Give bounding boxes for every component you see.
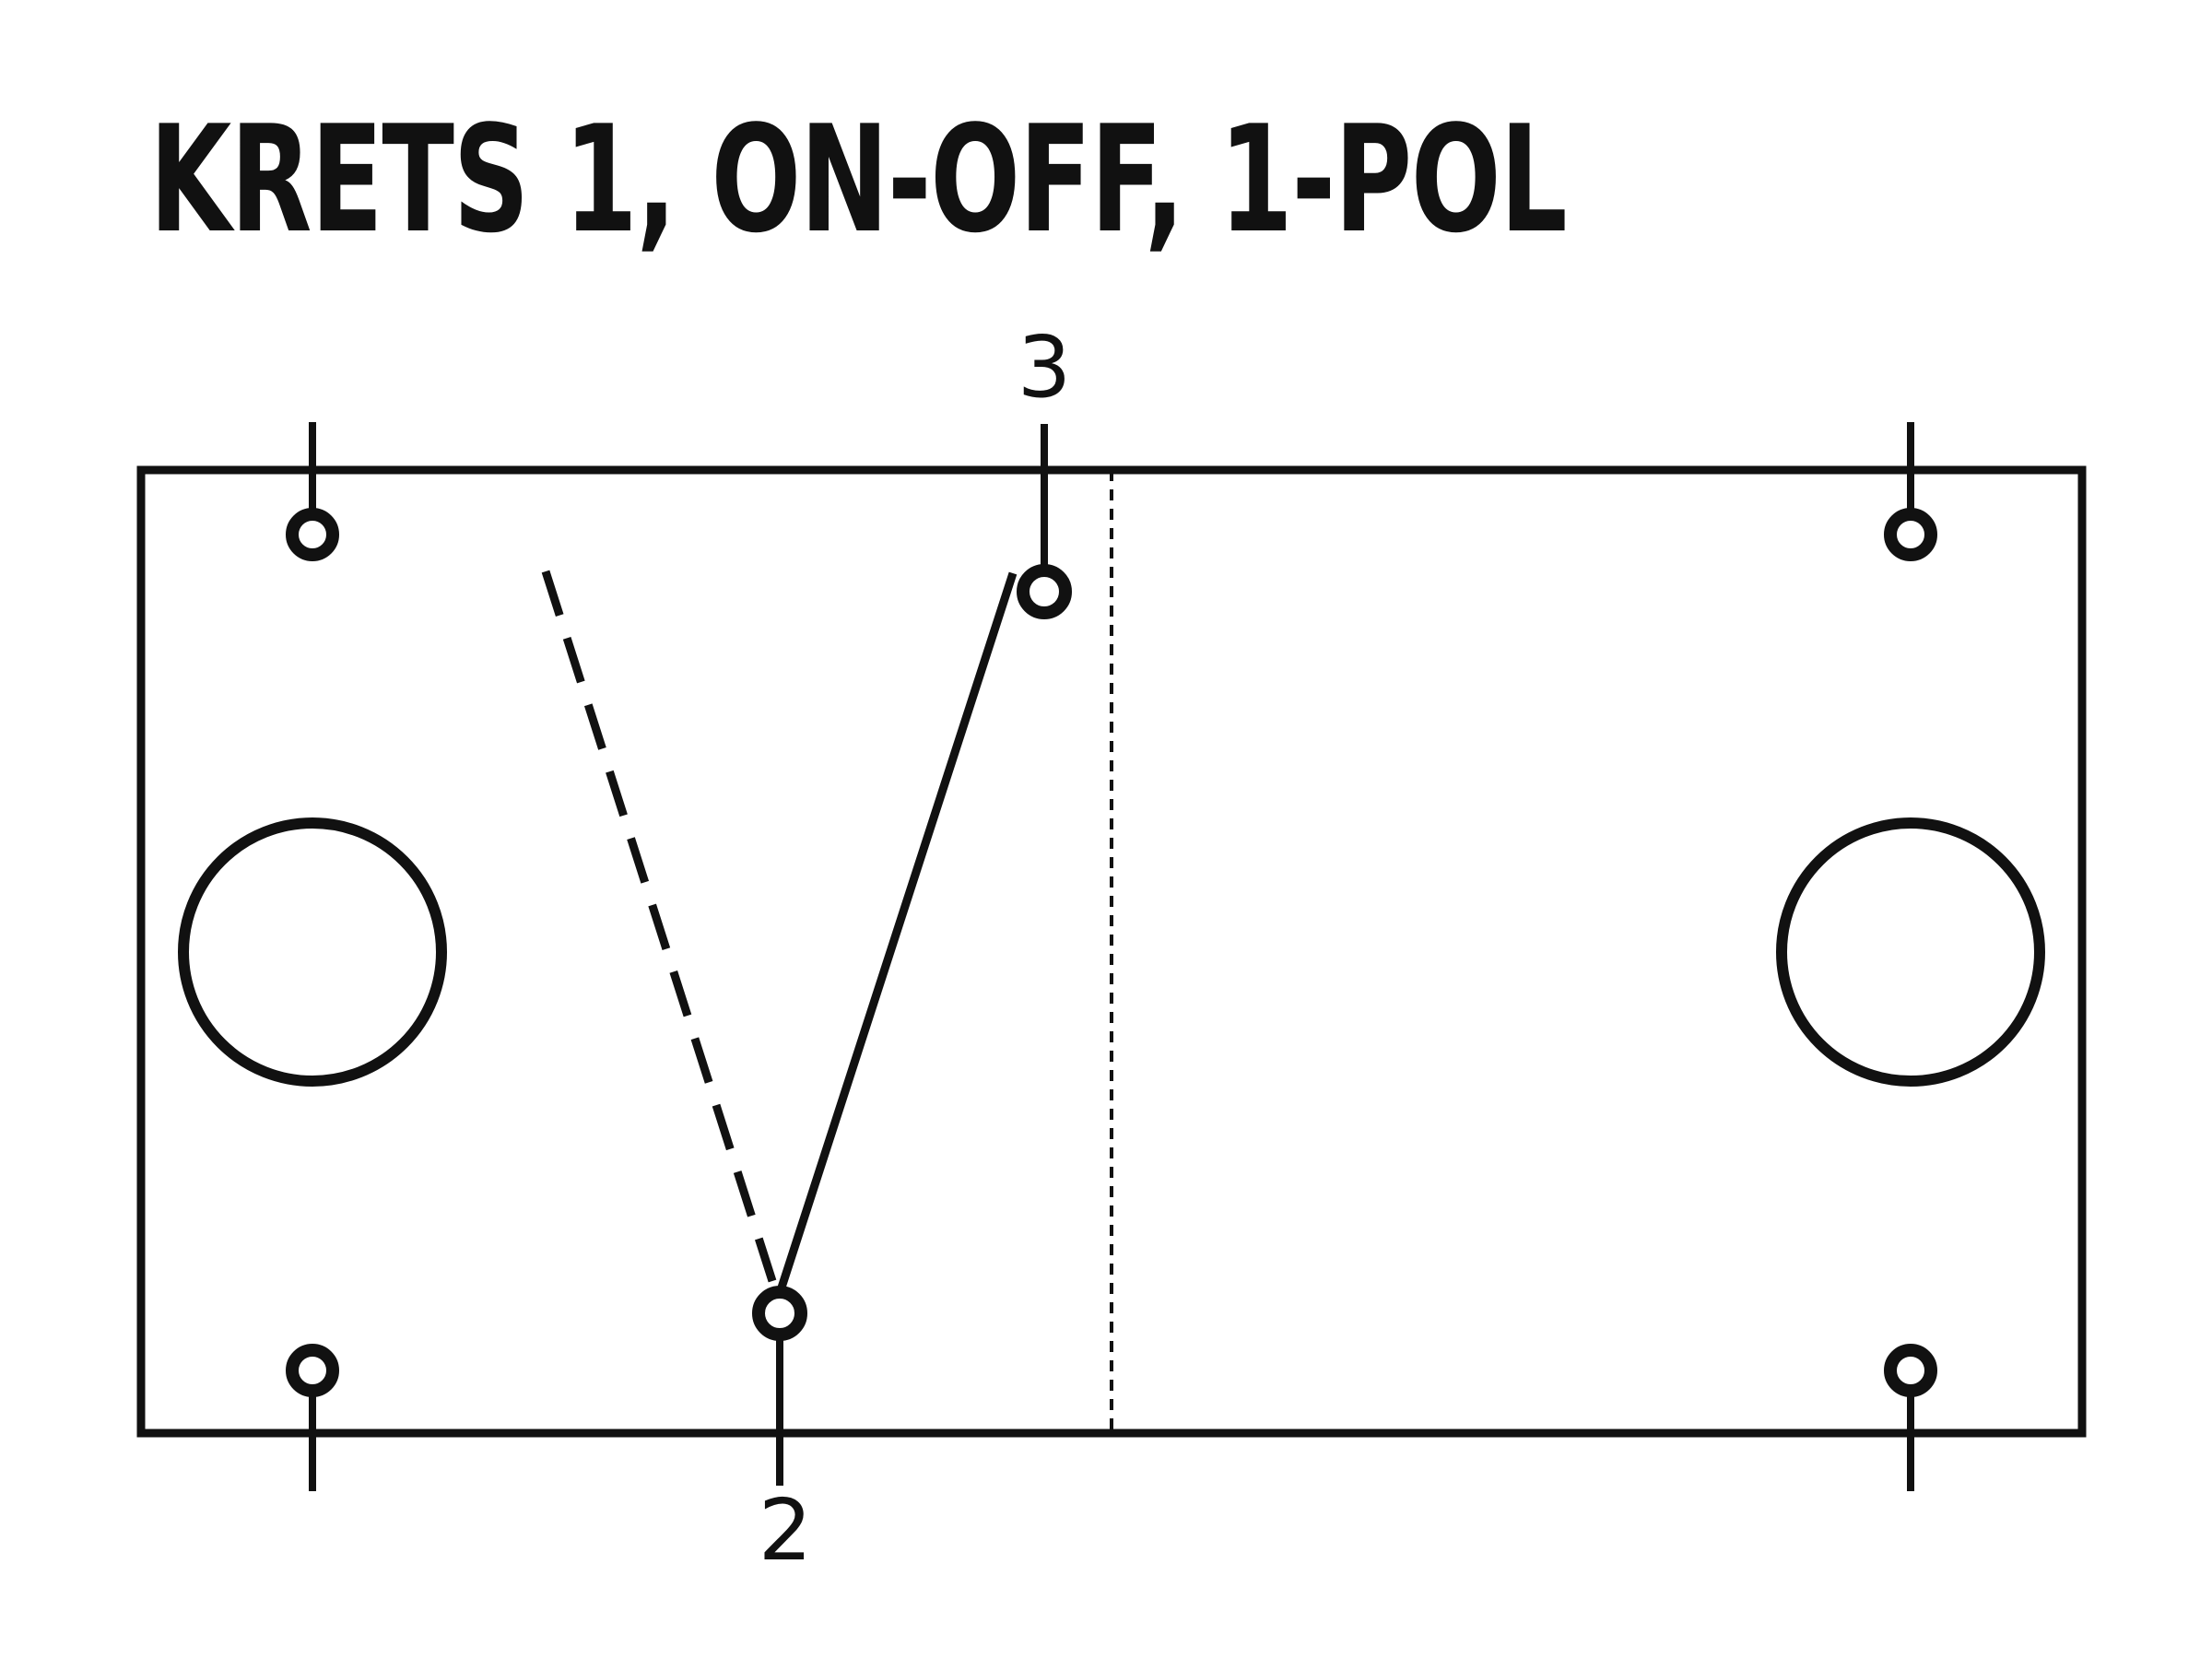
lever-on-position xyxy=(777,571,1018,1289)
mount-pin-bottom-right xyxy=(1884,1344,1937,1491)
terminal-2 xyxy=(752,1286,807,1486)
mount-hole-right xyxy=(1776,817,2045,1087)
mount-pin-top-right xyxy=(1884,422,1937,561)
mount-pin-top-left xyxy=(286,422,339,561)
terminal-2-label: 2 xyxy=(759,1481,813,1580)
mount-pin-bottom-left xyxy=(286,1344,339,1491)
lever-off-position xyxy=(541,570,777,1283)
terminal-3-label: 3 xyxy=(1018,318,1072,417)
terminal-3 xyxy=(1017,424,1072,619)
mount-hole-left xyxy=(178,817,447,1087)
diagram-title: KRETS 1, ON-OFF, 1-POL xyxy=(149,93,1568,265)
